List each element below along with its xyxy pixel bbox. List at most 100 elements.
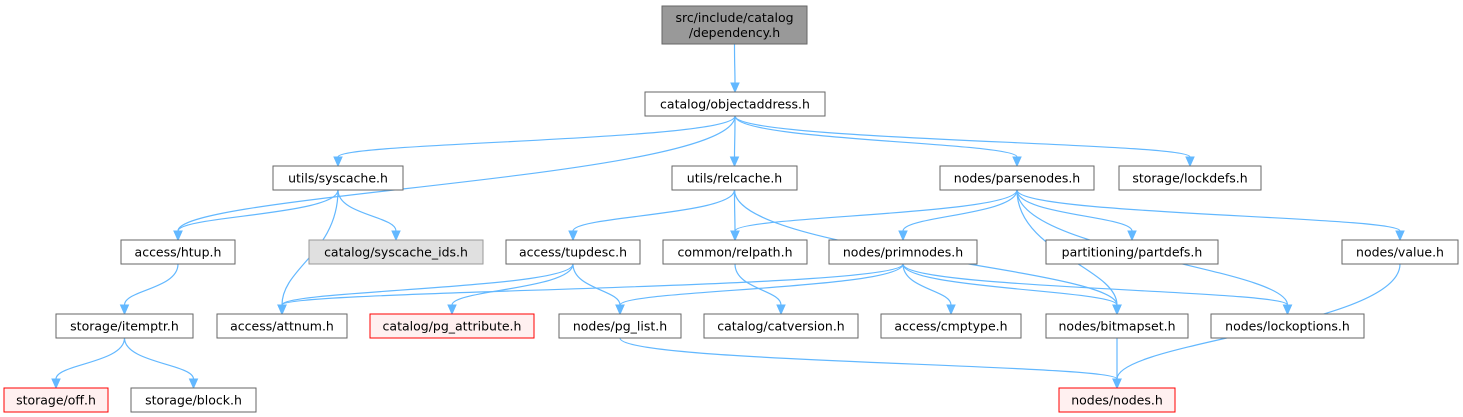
edge-syscache-to-syscache_ids bbox=[337, 189, 397, 232]
edge-arrowhead-primnodes-to-attnum bbox=[277, 304, 287, 316]
edge-relpath-to-catversion bbox=[734, 263, 782, 306]
edge-arrowhead-objectaddress-to-lockdefs bbox=[1185, 156, 1195, 168]
node-box-objectaddress[interactable] bbox=[644, 91, 826, 117]
node-attnum[interactable]: access/attnum.h bbox=[216, 313, 348, 339]
node-box-pg_list[interactable] bbox=[558, 313, 682, 339]
node-box-cmptype[interactable] bbox=[880, 313, 1022, 339]
edge-arrowhead-itemptr-to-block bbox=[188, 378, 199, 390]
edge-arrowhead-parsenodes-to-value bbox=[1395, 230, 1405, 242]
node-off[interactable]: storage/off.h bbox=[3, 387, 109, 413]
node-box-bitmapset[interactable] bbox=[1045, 313, 1189, 339]
node-lockdefs[interactable]: storage/lockdefs.h bbox=[1118, 165, 1262, 191]
node-box-syscache[interactable] bbox=[272, 165, 404, 191]
node-label-cmptype: access/cmptype.h bbox=[894, 319, 1007, 334]
edge-itemptr-to-off bbox=[55, 337, 126, 380]
edge-arrowhead-itemptr-to-off bbox=[51, 378, 61, 390]
node-box-parsenodes[interactable] bbox=[939, 165, 1095, 191]
node-label-catversion: catalog/catversion.h bbox=[717, 319, 844, 334]
node-box-relcache[interactable] bbox=[671, 165, 798, 191]
edge-objectaddress-to-relcache bbox=[733, 115, 736, 158]
node-partdefs[interactable]: partitioning/partdefs.h bbox=[1045, 239, 1219, 265]
edge-arrowhead-primnodes-to-cmptype bbox=[946, 304, 956, 316]
node-box-block[interactable] bbox=[130, 387, 257, 413]
node-itemptr[interactable]: storage/itemptr.h bbox=[55, 313, 194, 339]
edge-tupdesc-to-pg_attribute bbox=[451, 263, 574, 306]
edge-arrowhead-relcache-to-tupdesc bbox=[568, 230, 578, 242]
edge-primnodes-to-pg_list bbox=[619, 263, 904, 306]
node-label-block: storage/block.h bbox=[145, 393, 242, 408]
node-box-off[interactable] bbox=[3, 387, 109, 413]
node-relcache[interactable]: utils/relcache.h bbox=[671, 165, 798, 191]
node-box-attnum[interactable] bbox=[216, 313, 348, 339]
node-label-relpath: common/relpath.h bbox=[678, 245, 793, 260]
edge-parsenodes-to-relpath bbox=[734, 189, 1018, 232]
edge-parsenodes-to-partdefs bbox=[1016, 189, 1133, 232]
node-label-tupdesc: access/tupdesc.h bbox=[519, 245, 627, 260]
edge-arrowhead-tupdesc-to-pg_attribute bbox=[447, 304, 457, 316]
node-layer: src/include/catalog/dependency.h catalog/… bbox=[3, 5, 1459, 413]
node-label-nodes: nodes/nodes.h bbox=[1071, 393, 1163, 408]
node-bitmapset[interactable]: nodes/bitmapset.h bbox=[1045, 313, 1189, 339]
edge-arrowhead-bitmapset-to-nodes bbox=[1112, 378, 1122, 390]
node-objectaddress[interactable]: catalog/objectaddress.h bbox=[644, 91, 826, 117]
node-box-catversion[interactable] bbox=[703, 313, 859, 339]
node-label-dependency: /dependency.h bbox=[689, 25, 780, 40]
node-catversion[interactable]: catalog/catversion.h bbox=[703, 313, 859, 339]
edge-objectaddress-to-lockdefs bbox=[734, 115, 1191, 158]
node-label-dependency: src/include/catalog bbox=[675, 10, 793, 25]
node-label-bitmapset: nodes/bitmapset.h bbox=[1059, 319, 1176, 334]
edge-primnodes-to-lockoptions bbox=[902, 263, 1289, 306]
node-box-partdefs[interactable] bbox=[1045, 239, 1219, 265]
node-value[interactable]: nodes/value.h bbox=[1341, 239, 1459, 265]
edge-dependency-to-objectaddress bbox=[733, 43, 736, 84]
node-pg_attribute[interactable]: catalog/pg_attribute.h bbox=[369, 313, 535, 339]
edge-arrowhead-relpath-to-catversion bbox=[776, 304, 786, 316]
node-nodes[interactable]: nodes/nodes.h bbox=[1058, 387, 1176, 413]
node-box-pg_attribute[interactable] bbox=[369, 313, 535, 339]
edge-objectaddress-to-parsenodes bbox=[734, 115, 1018, 158]
node-label-htup: access/htup.h bbox=[135, 245, 222, 260]
node-lockoptions[interactable]: nodes/lockoptions.h bbox=[1210, 313, 1365, 339]
edge-htup-to-itemptr bbox=[123, 263, 179, 306]
edge-primnodes-to-cmptype bbox=[902, 263, 952, 306]
edge-parsenodes-to-value bbox=[1016, 189, 1401, 232]
node-box-primnodes[interactable] bbox=[828, 239, 978, 265]
node-box-lockdefs[interactable] bbox=[1118, 165, 1262, 191]
node-box-dependency[interactable] bbox=[661, 5, 808, 45]
edge-arrowhead-htup-to-itemptr bbox=[119, 304, 130, 316]
node-label-syscache: utils/syscache.h bbox=[288, 171, 388, 186]
node-box-htup[interactable] bbox=[120, 239, 236, 265]
node-box-itemptr[interactable] bbox=[55, 313, 194, 339]
node-tupdesc[interactable]: access/tupdesc.h bbox=[505, 239, 641, 265]
node-label-lockdefs: storage/lockdefs.h bbox=[1132, 171, 1247, 186]
edge-arrowhead-primnodes-to-pg_list bbox=[615, 304, 625, 316]
node-box-value[interactable] bbox=[1341, 239, 1459, 265]
node-parsenodes[interactable]: nodes/parsenodes.h bbox=[939, 165, 1095, 191]
edge-primnodes-to-bitmapset bbox=[902, 263, 1118, 306]
node-htup[interactable]: access/htup.h bbox=[120, 239, 236, 265]
node-label-parsenodes: nodes/parsenodes.h bbox=[954, 171, 1080, 186]
node-box-tupdesc[interactable] bbox=[505, 239, 641, 265]
edge-arrowhead-primnodes-to-bitmapset bbox=[1112, 304, 1122, 316]
node-relpath[interactable]: common/relpath.h bbox=[662, 239, 808, 265]
node-syscache_ids[interactable]: catalog/syscache_ids.h bbox=[308, 239, 484, 265]
node-block[interactable]: storage/block.h bbox=[130, 387, 257, 413]
node-box-lockoptions[interactable] bbox=[1210, 313, 1365, 339]
node-dependency[interactable]: src/include/catalog/dependency.h bbox=[661, 5, 808, 45]
node-syscache[interactable]: utils/syscache.h bbox=[272, 165, 404, 191]
node-box-relpath[interactable] bbox=[662, 239, 808, 265]
node-pg_list[interactable]: nodes/pg_list.h bbox=[558, 313, 682, 339]
edge-objectaddress-to-htup bbox=[177, 115, 736, 232]
node-cmptype[interactable]: access/cmptype.h bbox=[880, 313, 1022, 339]
node-label-attnum: access/attnum.h bbox=[230, 319, 334, 334]
edge-arrowhead-parsenodes-to-primnodes bbox=[898, 230, 908, 242]
node-label-lockoptions: nodes/lockoptions.h bbox=[1225, 319, 1350, 334]
node-box-syscache_ids[interactable] bbox=[308, 239, 484, 265]
edge-primnodes-to-attnum bbox=[281, 263, 904, 306]
node-label-pg_attribute: catalog/pg_attribute.h bbox=[383, 319, 522, 334]
edge-arrowhead-dependency-to-objectaddress bbox=[730, 82, 740, 94]
node-label-value: nodes/value.h bbox=[1356, 245, 1444, 260]
node-box-nodes[interactable] bbox=[1058, 387, 1176, 413]
node-primnodes[interactable]: nodes/primnodes.h bbox=[828, 239, 978, 265]
